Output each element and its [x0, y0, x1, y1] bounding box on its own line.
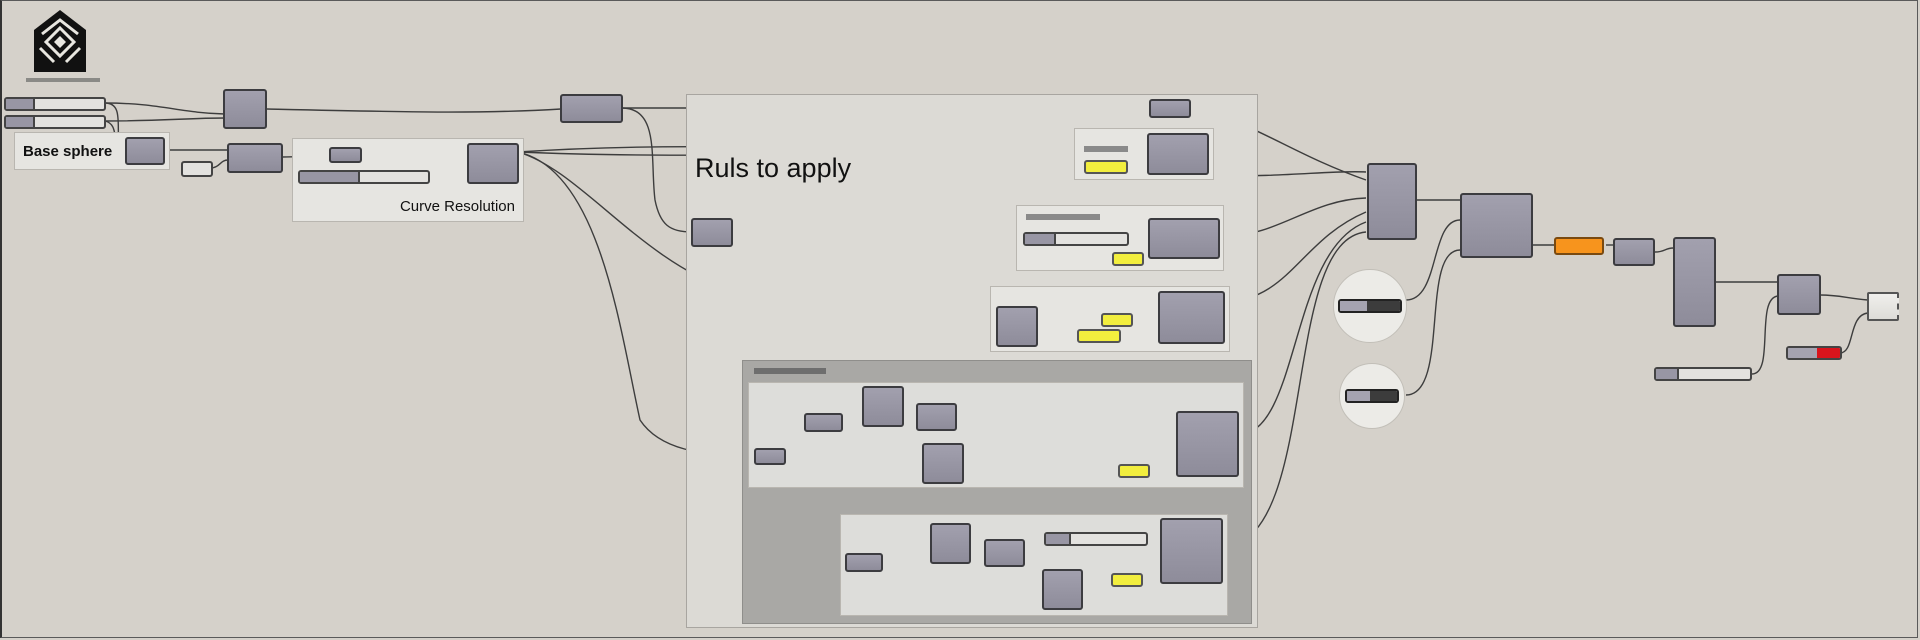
- component[interactable]: [862, 386, 904, 427]
- group-curve-resolution-label: Curve Resolution: [399, 198, 515, 215]
- group-rule-subgroup-title-bar: [754, 368, 826, 374]
- data-recorder[interactable]: [1867, 292, 1899, 321]
- component[interactable]: [996, 306, 1038, 347]
- component[interactable]: [930, 523, 971, 564]
- group-sub-1[interactable]: [748, 382, 1244, 488]
- wire: [1239, 221, 1367, 436]
- wire: [621, 107, 693, 233]
- number-slider[interactable]: [1044, 532, 1148, 546]
- number-slider[interactable]: [4, 115, 106, 129]
- component[interactable]: [1149, 99, 1191, 118]
- number-slider[interactable]: [4, 97, 106, 111]
- component[interactable]: [845, 553, 883, 572]
- component[interactable]: [227, 143, 283, 173]
- component[interactable]: [1460, 193, 1533, 258]
- number-slider[interactable]: [298, 170, 430, 184]
- text-panel[interactable]: [1118, 464, 1150, 478]
- house-diamond-logo-icon: [34, 10, 86, 72]
- component[interactable]: [223, 89, 267, 129]
- component[interactable]: [329, 147, 362, 163]
- wire: [1405, 219, 1461, 301]
- group-rules-label: Ruls to apply: [695, 153, 852, 183]
- component[interactable]: [125, 137, 165, 165]
- component[interactable]: [691, 218, 733, 247]
- boolean-toggle[interactable]: [1345, 389, 1399, 403]
- component[interactable]: [1148, 218, 1220, 259]
- number-slider[interactable]: [1023, 232, 1129, 246]
- component[interactable]: [1176, 411, 1239, 477]
- small-panel[interactable]: [181, 161, 213, 177]
- text-panel[interactable]: [1077, 329, 1121, 343]
- group-base-sphere-label: Base sphere: [23, 143, 113, 160]
- wire: [104, 117, 226, 122]
- wire: [1405, 249, 1461, 396]
- logo: [26, 8, 100, 82]
- boolean-toggle[interactable]: [1338, 299, 1402, 313]
- group-rule-2-title-bar: [1026, 214, 1100, 220]
- component[interactable]: [1160, 518, 1223, 584]
- text-panel[interactable]: [1084, 160, 1128, 174]
- wire: [1819, 294, 1869, 301]
- component[interactable]: [1613, 238, 1655, 266]
- text-panel[interactable]: [1101, 313, 1133, 327]
- number-slider[interactable]: [1654, 367, 1752, 381]
- component[interactable]: [922, 443, 964, 484]
- wire: [1751, 295, 1779, 375]
- component[interactable]: [1042, 569, 1083, 610]
- merge-component[interactable]: [1367, 163, 1417, 240]
- component[interactable]: [754, 448, 786, 465]
- wire: [1654, 247, 1674, 253]
- component[interactable]: [804, 413, 843, 432]
- wire: [266, 108, 562, 113]
- component[interactable]: [467, 143, 519, 184]
- wire: [104, 102, 226, 115]
- group-rule-1-title-bar: [1084, 146, 1128, 152]
- component[interactable]: [1673, 237, 1716, 327]
- wire: [1839, 312, 1869, 354]
- boolean-toggle-red[interactable]: [1786, 346, 1842, 360]
- text-panel[interactable]: [1111, 573, 1143, 587]
- component[interactable]: [1158, 291, 1225, 344]
- component[interactable]: [984, 539, 1025, 567]
- component[interactable]: [1777, 274, 1821, 315]
- logo-underline: [26, 78, 100, 82]
- component[interactable]: [916, 403, 957, 431]
- component[interactable]: [560, 94, 623, 123]
- text-panel[interactable]: [1112, 252, 1144, 266]
- output-panel-orange[interactable]: [1554, 237, 1604, 255]
- component[interactable]: [1147, 133, 1209, 175]
